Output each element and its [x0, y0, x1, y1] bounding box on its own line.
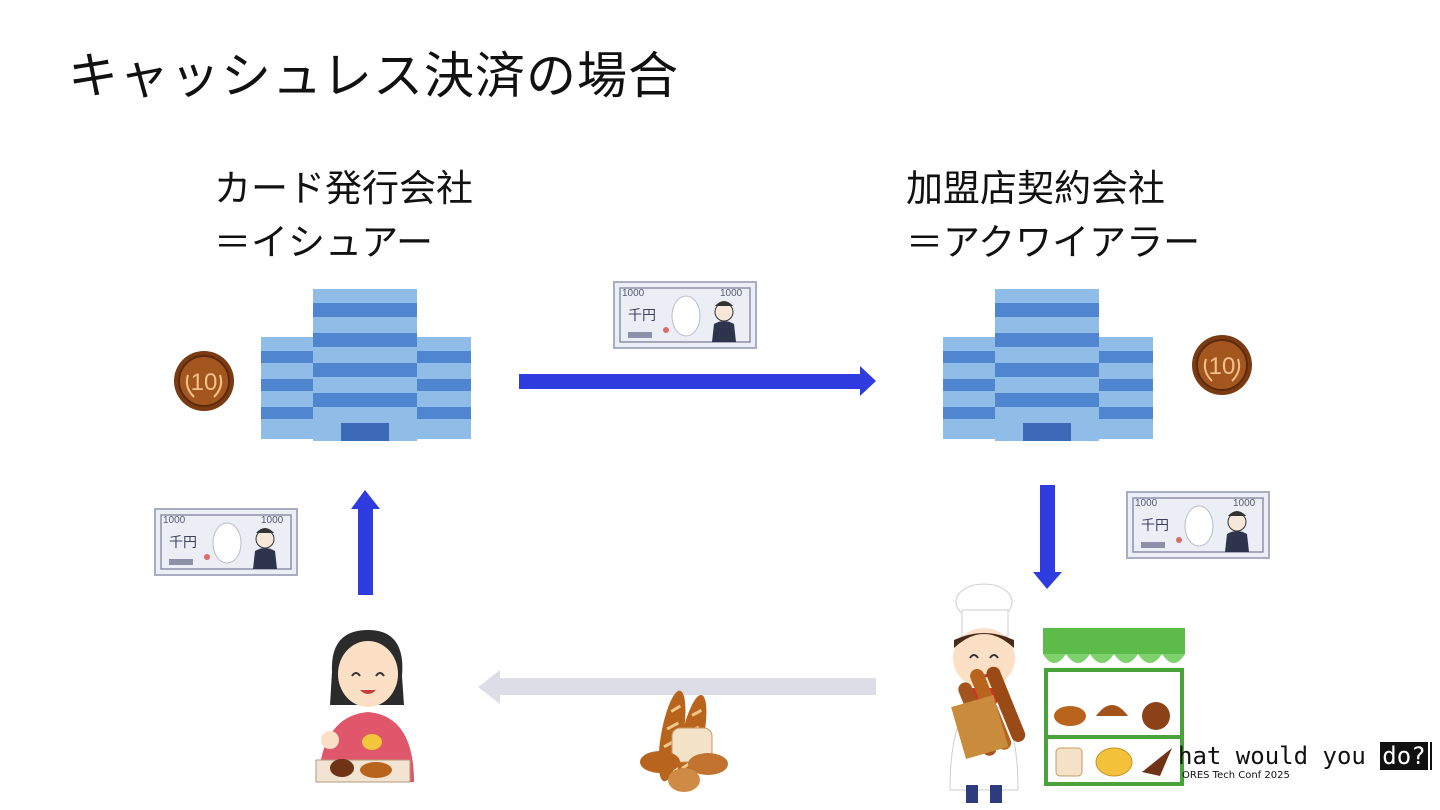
issuer-coin-icon: [173, 350, 235, 412]
acquirer-coin-icon: [1191, 334, 1253, 396]
bread-icon: [640, 687, 728, 792]
arrow-customer-to-issuer: [351, 490, 380, 595]
acquirer-label: 加盟店契約会社 ＝アクワイアラー: [906, 162, 1200, 270]
issuer-building-icon: [261, 289, 471, 441]
conference-name: ORES Tech Conf 2025: [1182, 770, 1290, 781]
issuer-label: カード発行会社 ＝イシュアー: [214, 162, 473, 270]
tagline-highlight: do?: [1380, 742, 1428, 770]
note-to-merchant-icon: [1126, 491, 1270, 559]
note-from-customer-icon: [154, 508, 298, 576]
arrow-issuer-to-acquirer: [519, 366, 876, 396]
customer-woman-icon: [315, 630, 414, 783]
slide-title: キャッシュレス決済の場合: [68, 47, 679, 105]
note-to-acquirer-icon: [613, 281, 757, 349]
tagline-text: hat would you: [1178, 742, 1381, 770]
bakery-shop-icon: [1043, 628, 1185, 786]
conference-tagline: hat would you do?: [1178, 742, 1432, 770]
arrow-goods-to-customer: [478, 670, 876, 704]
baker-icon: [949, 583, 1026, 803]
acquirer-name: 加盟店契約会社: [906, 167, 1165, 210]
acquirer-building-icon: [943, 289, 1153, 441]
issuer-name: カード発行会社: [214, 167, 473, 210]
acquirer-role: ＝アクワイアラー: [906, 221, 1201, 264]
arrow-acquirer-to-merchant: [1033, 485, 1062, 589]
issuer-role: ＝イシュアー: [214, 221, 434, 264]
